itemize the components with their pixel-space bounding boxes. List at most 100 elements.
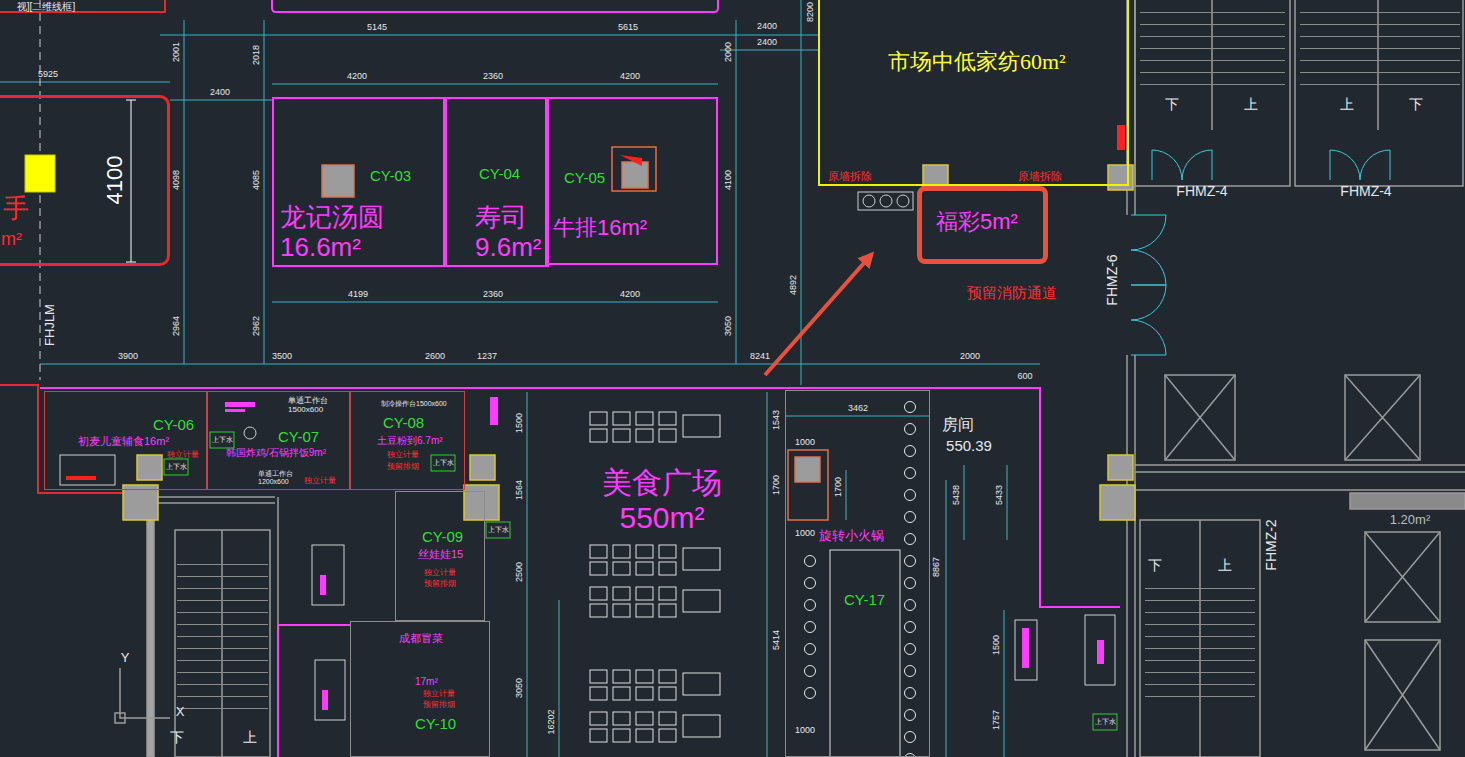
fire-door: [1131, 215, 1166, 285]
dimension-text: 2500: [514, 562, 524, 582]
fixture: [858, 192, 913, 210]
store-area: 手 m²: [0, 95, 170, 266]
wall: [1295, 0, 1463, 186]
plan-label: 下: [1409, 96, 1423, 112]
dimension-text: 1500: [991, 635, 1001, 655]
food-stall: 初麦儿童辅食16m²CY-06独立计量: [44, 391, 207, 490]
wall: [120, 668, 170, 718]
stall-note: 丝娃娃15: [418, 548, 463, 561]
plan-label: 上: [1340, 96, 1354, 112]
dimension-text: 4199: [348, 289, 368, 299]
shop-column: [612, 147, 656, 191]
dimension-text: 4200: [620, 71, 640, 81]
shop-column: [322, 147, 828, 520]
room-name: 市场中低家纺60m²: [888, 49, 1066, 74]
dimension-text: 5615: [618, 22, 638, 32]
fixture-bar: [225, 409, 245, 412]
dimension-line: [0, 0, 1040, 757]
dimension-text: 4200: [620, 289, 640, 299]
fixture: [880, 195, 892, 207]
shop-code: CY-06: [153, 416, 194, 433]
dining-table: [590, 412, 720, 742]
fire-door: [1131, 150, 1390, 355]
fixture: [312, 545, 344, 605]
plan-label: 预留消防通道: [967, 284, 1057, 301]
dimension-line: [126, 100, 136, 262]
plan-label: 1.20m²: [1390, 513, 1430, 528]
stall-note: 预留排烟: [423, 700, 455, 709]
dimension-text: 4085: [251, 170, 261, 190]
stall-note: 预留排烟: [387, 462, 419, 471]
stall-note: 独立计量: [387, 450, 419, 459]
previous-row-outline: [0, 0, 165, 12]
structural-column: [123, 485, 158, 520]
fixture-bar: [66, 397, 1104, 710]
wall: [1345, 375, 1420, 460]
plan-label: FHMZ-4: [1340, 183, 1391, 199]
fixture: [1015, 620, 1037, 680]
fixture: [60, 192, 1115, 720]
plan-label: 上下水: [212, 436, 233, 444]
dimension-text: 3050: [723, 316, 733, 336]
previous-row-outline: [0, 0, 718, 12]
stall-note: 旋转小火锅: [819, 529, 884, 544]
stair-steps: [1145, 580, 1255, 700]
hotpot-seat: [903, 395, 918, 757]
stall-note: 制冷操作台1500x600: [381, 400, 447, 408]
dimension-text: 4892: [788, 275, 798, 295]
plan-label: 原墙拆除: [1018, 170, 1062, 183]
shop-code: CY-17: [844, 591, 885, 608]
plan-label: FHMZ-2: [1263, 519, 1279, 570]
structural-column: [1108, 165, 1133, 190]
dimension-text: 2000: [723, 42, 733, 62]
wall: [1365, 532, 1440, 622]
stall-note: 独立计量: [424, 568, 456, 577]
room-name: 福彩5m²: [936, 209, 1018, 234]
room-name: 寿司 9.6m²: [475, 203, 545, 263]
dining-table: [590, 587, 720, 617]
dimension-text: 5438: [951, 485, 961, 505]
red-mark: [1117, 125, 1125, 150]
fixture: [60, 455, 115, 485]
dimension-text: 5414: [771, 630, 781, 650]
water-point: [164, 459, 188, 475]
dimension-text: 1564: [514, 480, 524, 500]
dimension-text: 1500: [514, 413, 524, 433]
fire-door: [1131, 285, 1166, 355]
structural-column: [470, 455, 495, 480]
stall-note: m²: [1, 229, 22, 250]
structural-column: [1108, 455, 1133, 480]
shop-room: CY-05牛排16m²: [545, 97, 718, 265]
plan-label: FHJLM: [43, 304, 58, 346]
fixture-bar: [320, 575, 326, 595]
wall: [1135, 465, 1465, 490]
previous-row-outline: [272, 0, 718, 12]
plan-label: 下: [1148, 557, 1162, 573]
fixture: [244, 427, 256, 439]
plan-label: 上下水: [433, 459, 454, 467]
water-point: [210, 432, 234, 448]
dimension-text: 2962: [251, 316, 261, 336]
fixture: [863, 195, 875, 207]
dimension-text: 2360: [483, 71, 503, 81]
fixture-bar: [66, 476, 96, 480]
dimension-text: 1700: [771, 475, 781, 495]
highlight-box: 福彩5m²: [917, 186, 1048, 264]
wall: [1165, 375, 1235, 460]
plan-label: 上: [1218, 557, 1232, 573]
fixture-bar: [1097, 640, 1104, 664]
dimension-text: 2964: [171, 316, 181, 336]
dimension-text: 3050: [514, 678, 524, 698]
plan-label: 550.39: [946, 437, 992, 454]
dimension-text: 600: [1017, 371, 1032, 381]
dimension-text: 5145: [367, 22, 387, 32]
dimension-text: 3900: [118, 351, 138, 361]
dimension-text: 8867: [931, 557, 941, 577]
dimension-text: 1700: [833, 477, 843, 497]
room-name: 手: [3, 194, 29, 224]
water-point: [431, 455, 455, 471]
stall-note: 单通工作台 1200x600: [258, 470, 298, 486]
plan-label: FHMZ-6: [1104, 254, 1120, 305]
shop-code: CY-08: [383, 414, 424, 431]
